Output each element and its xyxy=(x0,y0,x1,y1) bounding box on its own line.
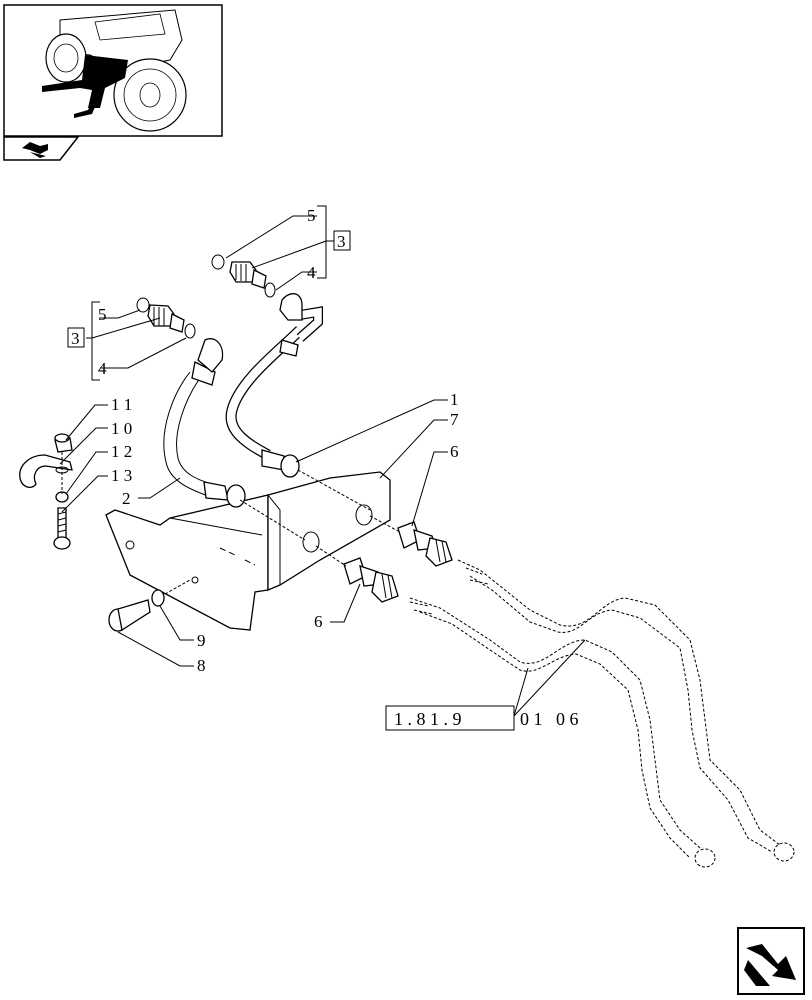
union-fitting-lower xyxy=(343,557,399,603)
reference-rest-text: 0 1 0 6 xyxy=(520,709,579,729)
callout-3-upper: 3 xyxy=(337,232,346,251)
callout-7: 7 xyxy=(450,410,459,429)
assembly-axis-lines xyxy=(239,469,401,567)
hydraulic-hose-2 xyxy=(163,338,246,508)
thumbnail-panel[interactable] xyxy=(3,4,223,137)
reference-code[interactable]: 1 . 8 1 . 9 0 1 0 6 xyxy=(385,705,579,731)
callout-1: 1 xyxy=(450,390,459,409)
leader-lines xyxy=(59,205,586,717)
callout-10: 1 0 xyxy=(111,419,132,438)
reference-box[interactable] xyxy=(385,705,515,731)
callout-5-left: 5 xyxy=(98,305,107,324)
reference-boxed-text[interactable]: 1 . 8 1 . 9 xyxy=(394,709,462,729)
callout-3-upper-box xyxy=(333,230,351,251)
callout-2: 2 xyxy=(122,489,131,508)
union-fitting-upper xyxy=(397,521,453,567)
callout-4-left: 4 xyxy=(98,359,107,378)
upper-fitting-right xyxy=(211,254,276,298)
callout-5-upper: 5 xyxy=(307,206,316,225)
callout-8: 8 xyxy=(197,656,206,675)
upper-fitting-left xyxy=(136,297,196,339)
next-page-arrow-icon[interactable] xyxy=(737,927,805,995)
callout-4-upper: 4 xyxy=(307,263,316,282)
book-arrow-icon[interactable] xyxy=(3,136,80,161)
callout-6-upper: 6 xyxy=(450,442,459,461)
callout-3-left: 3 xyxy=(71,329,80,348)
mounting-bracket xyxy=(105,471,391,631)
callout-labels: 5 3 4 5 3 4 1 1 1 0 1 2 1 3 2 1 7 6 6 9 … xyxy=(67,206,459,675)
callout-9: 9 xyxy=(197,631,206,650)
callout-13: 1 3 xyxy=(111,466,132,485)
callout-11: 1 1 xyxy=(111,395,132,414)
phantom-pipes xyxy=(409,559,795,868)
callout-3-left-box xyxy=(67,327,85,348)
callout-6-lower: 6 xyxy=(314,612,323,631)
tractor-thumbnail-icon xyxy=(42,9,187,132)
callout-12: 1 2 xyxy=(111,442,132,461)
bolt-and-washer xyxy=(108,579,191,632)
clamp-parts xyxy=(19,433,73,550)
hydraulic-hose-1 xyxy=(225,293,323,478)
